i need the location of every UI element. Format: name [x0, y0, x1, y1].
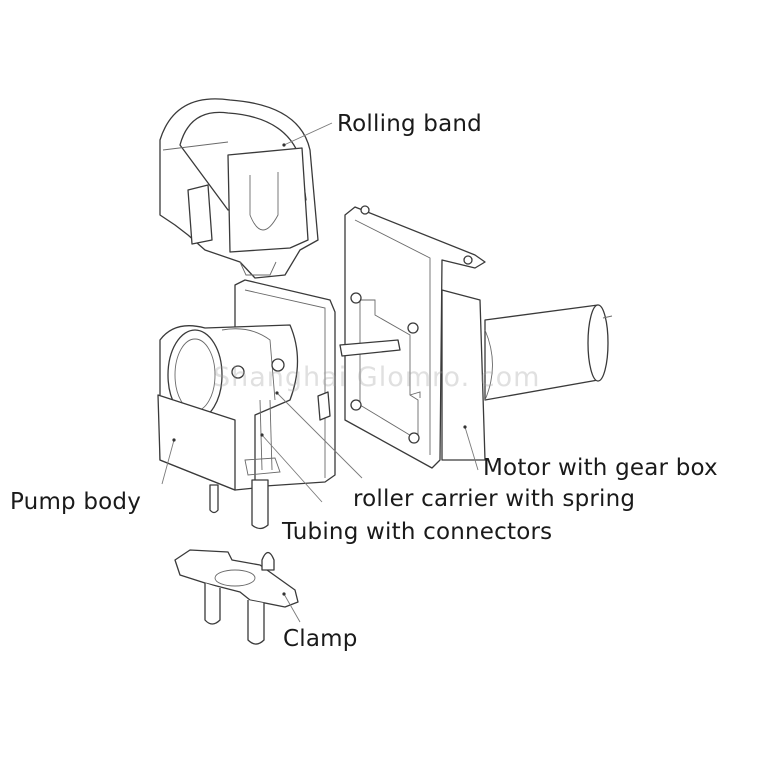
pump-body-part — [157, 279, 336, 530]
leader-motor — [464, 426, 479, 471]
rolling-band-part — [159, 98, 319, 279]
leader-lines — [161, 122, 479, 623]
label-clamp: Clamp — [283, 626, 358, 652]
leader-tubing — [261, 434, 323, 503]
label-rolling-band: Rolling band — [337, 111, 482, 137]
leader-clamp — [283, 593, 301, 623]
motor-with-gear-box-part — [339, 205, 613, 469]
leader-roller-carrier — [276, 392, 363, 479]
leader-pump-body — [161, 439, 175, 485]
label-pump-body: Pump body — [10, 489, 142, 515]
label-tubing-with-connectors: Tubing with connectors — [282, 519, 553, 545]
label-motor-with-gear-box: Motor with gear box — [483, 455, 718, 481]
clamp-part — [174, 549, 299, 645]
label-roller-carrier-with-spring: roller carrier with spring — [353, 486, 636, 512]
watermark: Shanghai Glomro. com — [213, 362, 541, 393]
leader-rolling-band — [283, 122, 333, 146]
